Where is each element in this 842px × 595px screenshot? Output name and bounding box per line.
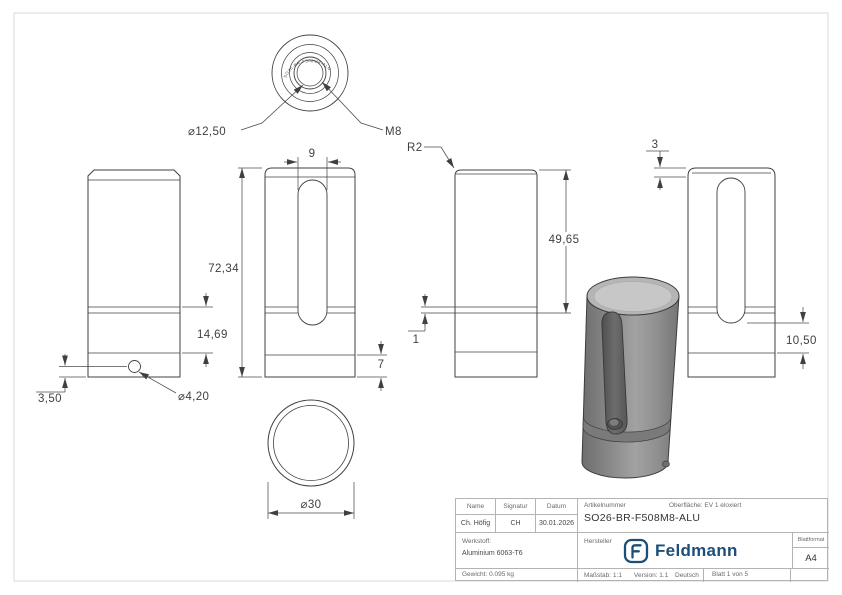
render-groove	[582, 416, 672, 443]
oberflaeche-label: Oberfläche: EV 1 eloxiert	[669, 502, 742, 509]
artikelnummer-label: Artikelnummer	[584, 502, 626, 509]
werkstoff-cell: Werkstoff: Aluminium 6063-T6	[456, 533, 578, 569]
gewicht-cell: Gewicht: 0.095 kg	[456, 569, 578, 582]
datum-value: 30.01.2026	[536, 515, 578, 533]
dim-base-height: 7	[378, 359, 385, 371]
brand-logo: Feldmann	[623, 538, 738, 564]
front-view: 72,34 14,69 3,50 ⌀4,20	[36, 167, 262, 405]
werkstoff-value: Aluminium 6063-T6	[462, 550, 523, 557]
render-hole	[662, 460, 670, 468]
massstab-cell: Maßstab: 1:1 Version: 1.1 Deutsch	[578, 569, 704, 582]
massstab-value: Maßstab: 1:1	[584, 571, 622, 579]
dim-hole-dia: ⌀4,20	[178, 391, 209, 403]
feldmann-logo-icon	[623, 538, 649, 564]
dim-upper-height: 49,65	[549, 234, 580, 246]
blattformat-value: A4	[805, 553, 817, 564]
werkstoff-label: Werkstoff:	[462, 538, 492, 545]
top-view: SO26-BR-F508M8-ALU ⌀12,50 M8	[188, 34, 402, 138]
right-view: 3 10,50	[646, 139, 817, 378]
signatur-label: Signatur	[496, 499, 536, 515]
artikelnummer-cell: Artikelnummer Oberfläche: EV 1 eloxiert …	[578, 499, 829, 533]
signatur-value: CH	[496, 515, 536, 533]
slot-view: 9 7	[264, 148, 387, 391]
hersteller-cell: Hersteller Feldmann	[578, 533, 793, 569]
render-slot	[601, 311, 628, 435]
dim-thread: M8	[385, 126, 402, 138]
version-value: Version: 1.1	[634, 571, 669, 579]
name-value: Ch. Höfig	[456, 515, 496, 533]
dim-total-height: 72,34	[208, 263, 239, 275]
artikelnummer-value: SO26-BR-F508M8-ALU	[584, 512, 701, 524]
sprache-value: Deutsch	[675, 571, 699, 579]
name-label: Name	[456, 499, 496, 515]
bottom-view: ⌀30	[267, 399, 355, 519]
dim-counterbore: ⌀12,50	[188, 126, 226, 138]
blatt-cell: Blatt 1 von 5	[704, 569, 791, 582]
title-block: Name Signatur Datum Ch. Höfig CH 30.01.2…	[455, 498, 829, 582]
side-view: R2 49,65 1	[407, 142, 588, 378]
dim-groove-height: 1	[413, 334, 420, 346]
render-3d	[581, 276, 680, 479]
dim-radius-top: R2	[407, 142, 423, 154]
empty-cell	[791, 569, 829, 582]
hersteller-label: Hersteller	[584, 538, 612, 545]
brand-name: Feldmann	[655, 541, 738, 560]
dim-slot-bottom-offset: 10,50	[786, 335, 817, 347]
blattformat-label: Blattformat	[793, 533, 829, 548]
sheet-frame	[13, 12, 829, 582]
blattformat-cell: Blattformat A4	[793, 533, 829, 569]
datum-label: Datum	[536, 499, 578, 515]
dim-hole-offset: 3,50	[38, 393, 62, 405]
dim-outer-dia: ⌀30	[301, 499, 322, 511]
dim-slot-offset-top: 3	[652, 139, 659, 151]
dim-lower-height: 14,69	[197, 329, 228, 341]
dim-slot-width: 9	[309, 148, 316, 160]
